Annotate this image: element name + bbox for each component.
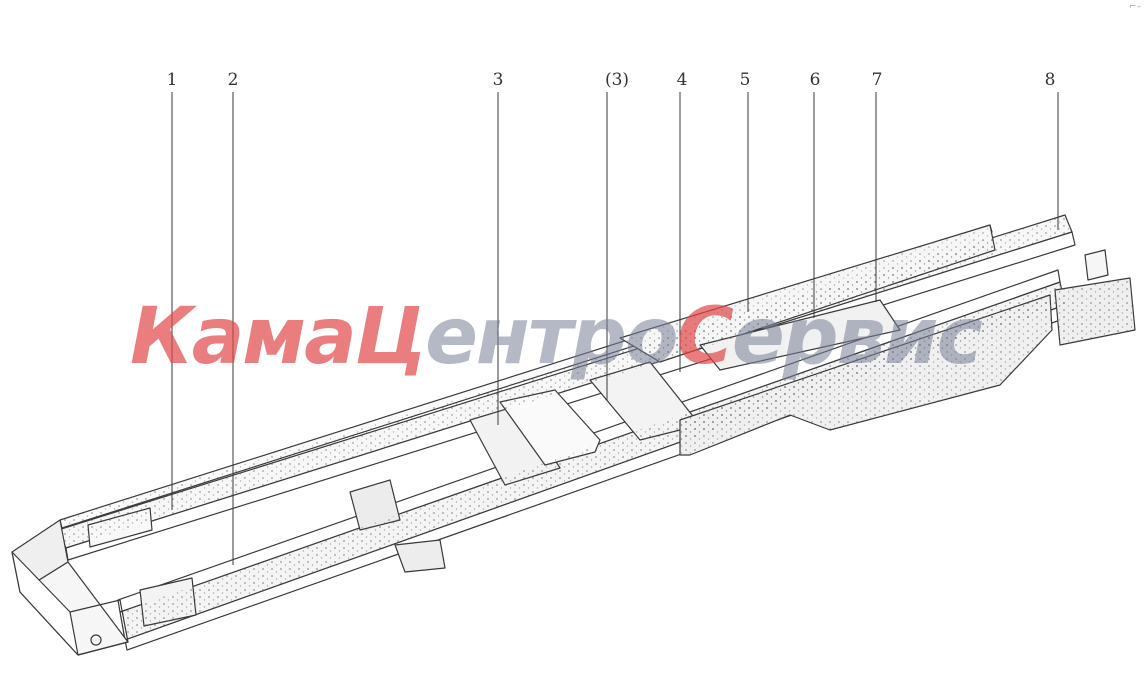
callout-3: 3 <box>492 70 504 90</box>
callout-2: 2 <box>227 70 239 90</box>
corner-mark: ⌐– <box>1128 2 1141 12</box>
leader-lines <box>171 92 1059 565</box>
watermark-part-3: ентро <box>425 292 678 382</box>
watermark-part-1: Кама <box>130 292 357 382</box>
callout-5: 5 <box>739 70 751 90</box>
watermark-part-4: С <box>676 292 734 382</box>
callout-8: 8 <box>1044 70 1056 90</box>
callout-7: 7 <box>871 70 883 90</box>
watermark-logo: КамаЦентроСервис <box>130 292 983 382</box>
callout-3-paren: (3) <box>604 70 630 90</box>
callout-1: 1 <box>166 70 178 90</box>
watermark-part-2: Ц <box>354 292 427 382</box>
callout-4: 4 <box>676 70 688 90</box>
watermark-part-5: ервис <box>731 292 983 382</box>
callout-6: 6 <box>809 70 821 90</box>
